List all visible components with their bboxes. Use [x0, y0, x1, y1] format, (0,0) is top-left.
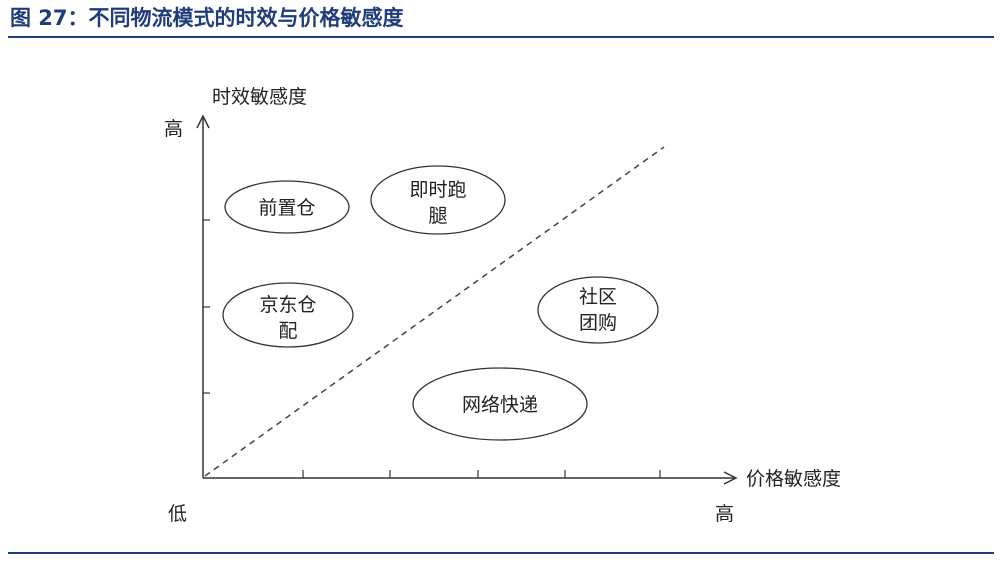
- x-axis-name: 价格敏感度: [746, 468, 841, 490]
- node-jingdongcangpei: 京东仓 配: [222, 282, 354, 348]
- node-label-line-1: 社区: [579, 286, 617, 308]
- node-label-line-1: 即时跑: [409, 179, 466, 201]
- node-label-line-2: 团购: [579, 312, 617, 334]
- x-axis-arrow: [723, 471, 738, 485]
- node-oval: [370, 165, 506, 235]
- node-oval: [224, 180, 350, 234]
- x-axis-high-label: 高: [715, 503, 734, 525]
- node-label: 网络快递: [462, 394, 538, 416]
- y-axis-name: 时效敏感度: [212, 86, 307, 108]
- node-oval: [412, 367, 588, 441]
- figure-title: 图 27：不同物流模式的时效与价格敏感度: [10, 6, 404, 30]
- node-jishipaotui: 即时跑 腿: [370, 165, 506, 235]
- node-qianzhicang: 前置仓: [224, 180, 350, 234]
- node-oval: [222, 282, 354, 348]
- top-rule: [8, 36, 994, 38]
- node-label-line-2: 配: [278, 320, 297, 342]
- node-label: 前置仓: [258, 197, 315, 219]
- x-axis-low-label: 低: [168, 503, 187, 525]
- node-shequtuangou: 社区 团购: [537, 276, 659, 344]
- node-label-line-1: 京东仓: [259, 294, 316, 316]
- node-label-line-2: 腿: [428, 205, 447, 227]
- node-oval: [537, 276, 659, 344]
- y-axis-arrow: [196, 114, 210, 129]
- node-wangluokuaidi: 网络快递: [412, 367, 588, 441]
- y-axis-high-label: 高: [164, 118, 183, 140]
- bottom-rule: [8, 552, 994, 554]
